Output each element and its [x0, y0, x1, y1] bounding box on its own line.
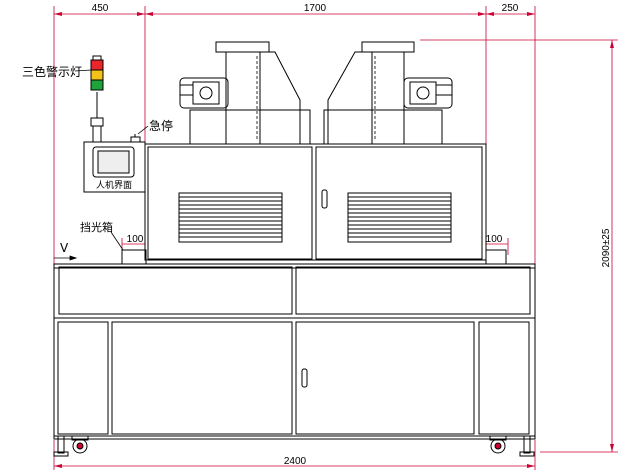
- left-vent: [178, 192, 283, 243]
- upper-handle: [321, 189, 328, 209]
- upper-chamber: [144, 143, 487, 261]
- dim-top-right: 250: [502, 3, 519, 14]
- dim-right-offset: 100: [486, 234, 503, 245]
- left-exhaust-duct: [225, 51, 261, 145]
- right-exhaust-duct: [371, 51, 405, 145]
- hmi-label: 人机界面: [96, 179, 132, 191]
- tower-light-label: 三色警示灯: [22, 64, 82, 79]
- lower-cabinet: [53, 263, 536, 440]
- dim-top-left: 450: [92, 3, 109, 14]
- dimension-arrows: [54, 12, 614, 468]
- door-center-left: [111, 321, 293, 435]
- door-center-right: [295, 321, 475, 435]
- door-far-right: [478, 321, 530, 435]
- right-vent: [347, 192, 452, 243]
- tower-light: [90, 55, 104, 91]
- hmi-screen: [97, 150, 130, 174]
- right-drawer: [295, 266, 531, 315]
- right-motor: [403, 77, 453, 109]
- left-lamp-housing: [189, 109, 311, 145]
- light-shield-right: [485, 249, 507, 265]
- right-lamp-housing: [323, 109, 443, 145]
- light-shield-left: [121, 249, 147, 265]
- light-shield-label: 挡光箱: [80, 220, 113, 234]
- emergency-stop-label: 急停: [149, 118, 173, 133]
- upper-left-panel: [147, 146, 313, 260]
- hmi-screen-frame: [92, 146, 135, 178]
- flow-direction-label: V: [60, 241, 69, 255]
- dim-bottom-total: 2400: [284, 456, 307, 467]
- left-motor: [179, 77, 229, 109]
- duct-detail: [256, 56, 376, 140]
- dim-right-height: 2090±25: [601, 228, 612, 267]
- upper-right-panel: [315, 146, 483, 260]
- lower-handle: [301, 368, 308, 388]
- emergency-stop: [130, 136, 141, 143]
- left-drawer: [58, 266, 293, 315]
- machine-body: [53, 41, 536, 457]
- hmi-box: [83, 141, 146, 193]
- dim-left-offset: 100: [127, 234, 144, 245]
- leader-lines: [54, 69, 149, 261]
- dim-top-middle: 1700: [304, 3, 327, 14]
- casters: [71, 435, 507, 454]
- door-far-left: [57, 321, 109, 435]
